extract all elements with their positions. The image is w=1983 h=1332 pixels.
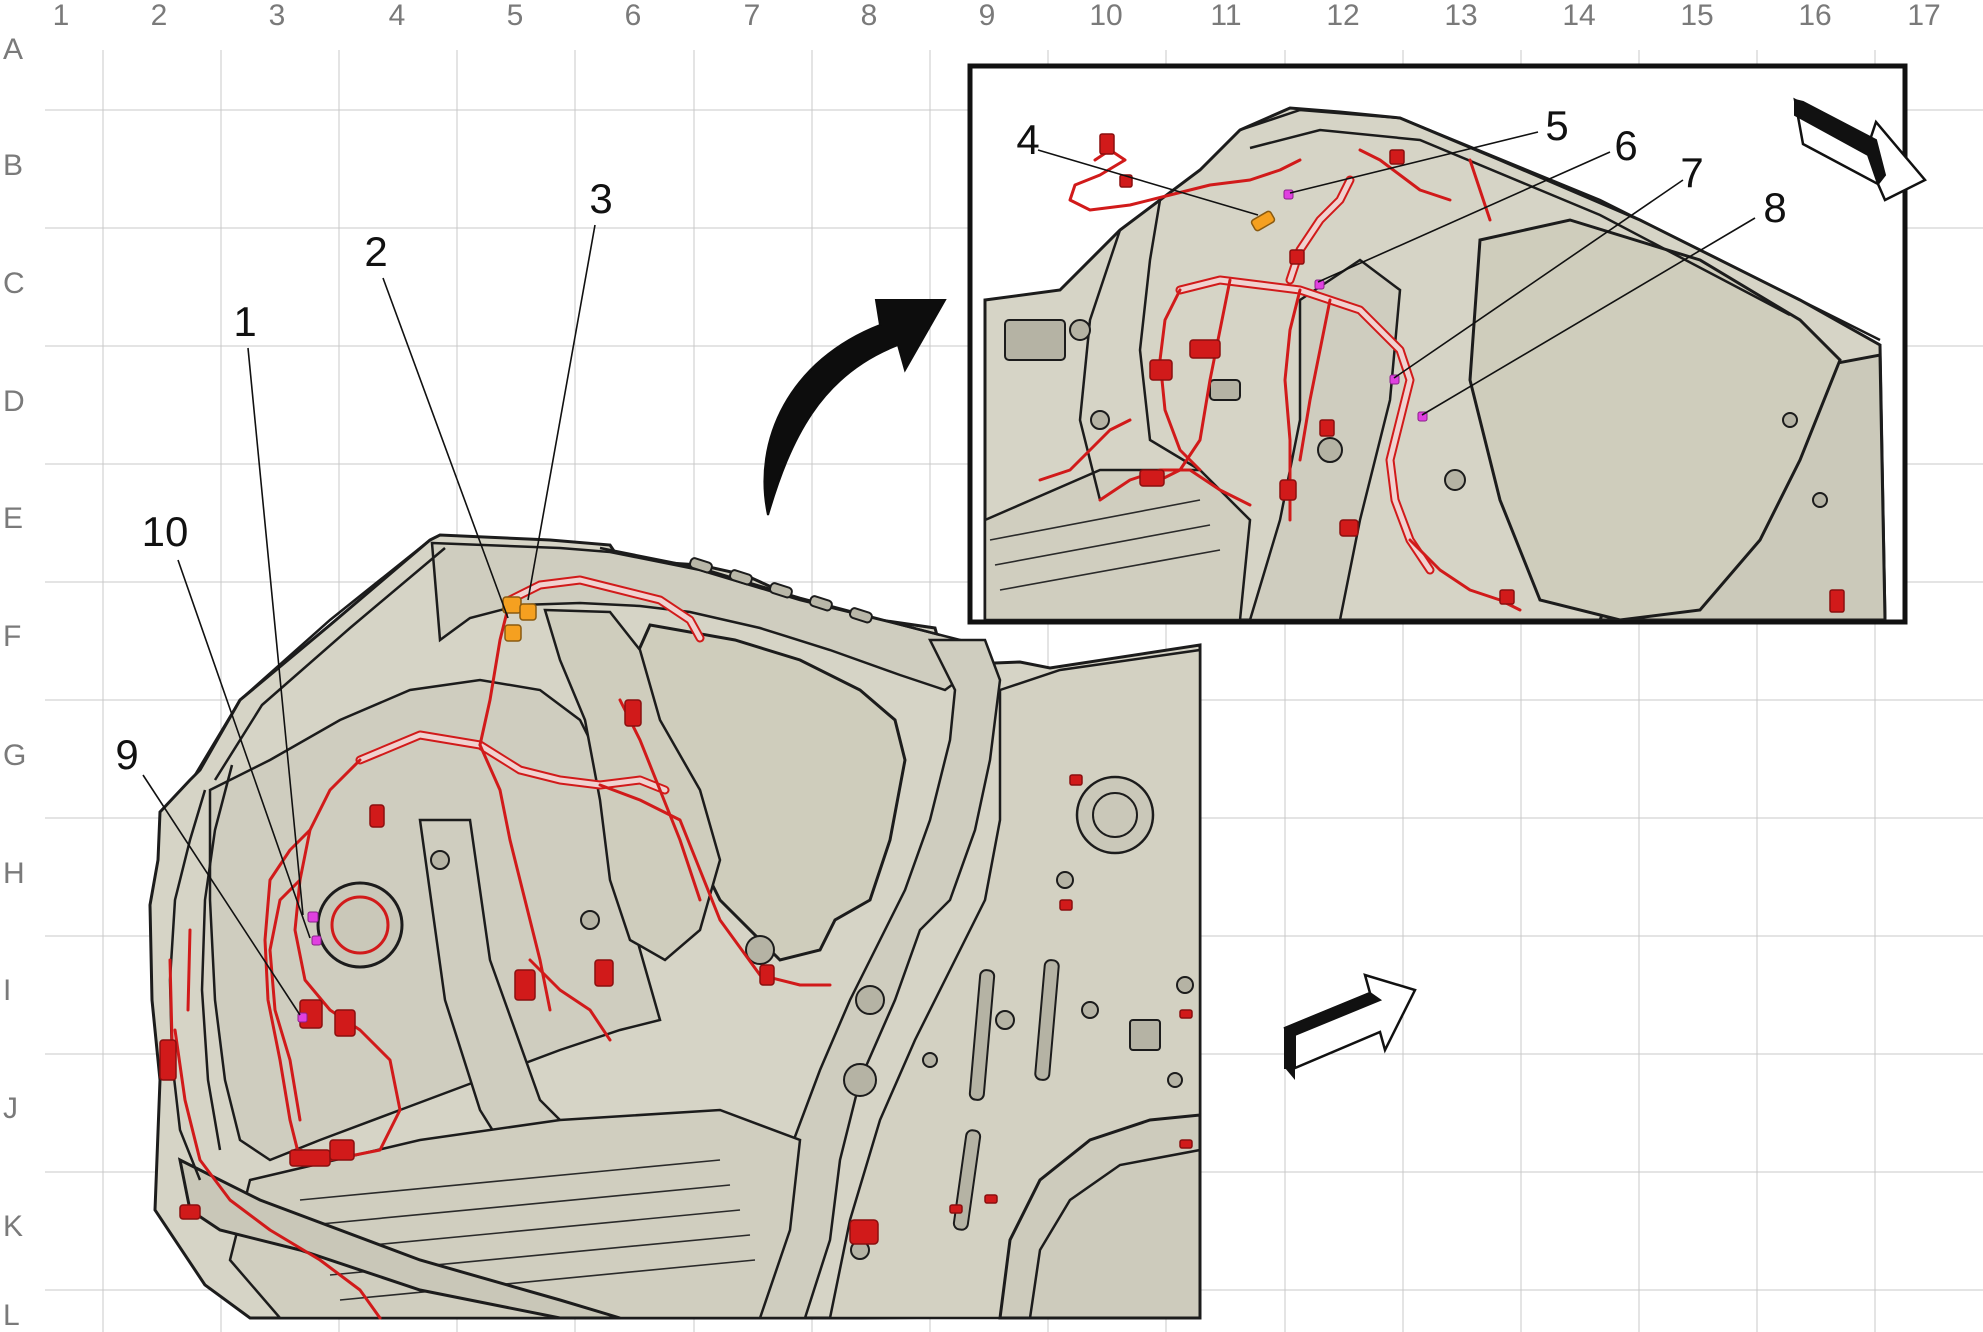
grid-row-label: I [3,974,12,1007]
leader-1 [247,347,304,916]
panel-holes [430,850,1194,1260]
inset-direction-arrow-icon [1793,97,1927,202]
inset-floor-ribs [989,499,1221,591]
grid-col-label: 17 [1907,0,1941,32]
roof-slots [688,557,873,624]
leader-9 [142,774,301,1016]
forward-direction-arrow-icon [1283,973,1417,1080]
leader-10 [177,559,311,939]
grid-col-label: 16 [1798,0,1832,32]
inset-floor [983,468,1252,620]
curved-arrow-icon [763,299,947,516]
callout-5: 5 [1545,102,1569,149]
grid-col-label: 14 [1562,0,1596,32]
leader-7 [1393,179,1684,379]
callout-3: 3 [589,175,613,222]
grid-col-label: 5 [506,0,524,32]
grid-row-label: G [3,739,27,772]
speaker-cutout [1075,775,1155,855]
grid-col-label: 12 [1326,0,1360,32]
speaker-inner [1092,792,1138,838]
inset-harness-clips [1099,133,1845,613]
grid-col-label: 15 [1680,0,1714,32]
grid-row-label: L [3,1299,20,1332]
connector-magenta-inset [1283,189,1428,422]
grid-row-label: H [3,857,25,890]
inset-view [967,63,1908,625]
grid-col-label: 9 [978,0,996,32]
inset-rear-window [1468,218,1842,620]
connector-orange-main [502,596,537,642]
callout-leaders [142,131,1756,1016]
leader-2 [382,277,509,619]
grid-row-label: D [3,385,25,418]
grid-col-label: 10 [1089,0,1123,32]
wheelhouse-edge [1028,1148,1201,1319]
inset-panel-holes [1004,319,1828,508]
filler-ring-harness [330,895,390,955]
leader-8 [1421,217,1756,416]
rear-sill [177,1157,621,1320]
grid-col-label: 1 [52,0,70,32]
floor-ribs [299,1159,756,1301]
callout-1: 1 [233,298,257,345]
leader-4 [1037,149,1259,216]
grid-row-label: E [3,502,24,535]
grid-row-label: K [3,1210,24,1243]
grid-row-label: J [3,1092,18,1125]
grid-col-label: 11 [1210,0,1242,32]
wheelhouse [998,1113,1202,1320]
main-harness [159,575,1193,1320]
callout-6: 6 [1614,122,1638,169]
callout-7: 7 [1680,149,1704,196]
connector-orange-inset [1250,210,1276,232]
leader-3 [527,224,596,601]
grid-row-label: C [3,267,25,300]
grid-col-label: 13 [1444,0,1478,32]
grid-col-label: 7 [743,0,761,32]
leader-6 [1317,151,1611,283]
filler-ring [316,881,404,969]
grid-col-label: 6 [624,0,642,32]
main-harness-clips [159,699,1193,1245]
inset-roof-edge [1239,108,1881,342]
connector-magenta-main [297,911,322,1023]
inset-inner-edges [1078,199,1201,501]
grid-row-label: B [3,149,24,182]
leader-5 [1289,131,1539,194]
callout-4: 4 [1016,116,1040,163]
grid-row-label: F [3,620,22,653]
callout-2: 2 [364,228,388,275]
pillar-right [753,638,1002,1320]
callout-10: 10 [141,508,189,555]
grid-col-label: 8 [860,0,878,32]
grid-col-label: 2 [150,0,168,32]
grid-col-label: 3 [268,0,286,32]
callout-8: 8 [1763,184,1787,231]
grid-row-label: A [3,33,24,66]
callout-9: 9 [115,731,139,778]
main-view [148,533,1202,1320]
grid-col-label: 4 [388,0,406,32]
